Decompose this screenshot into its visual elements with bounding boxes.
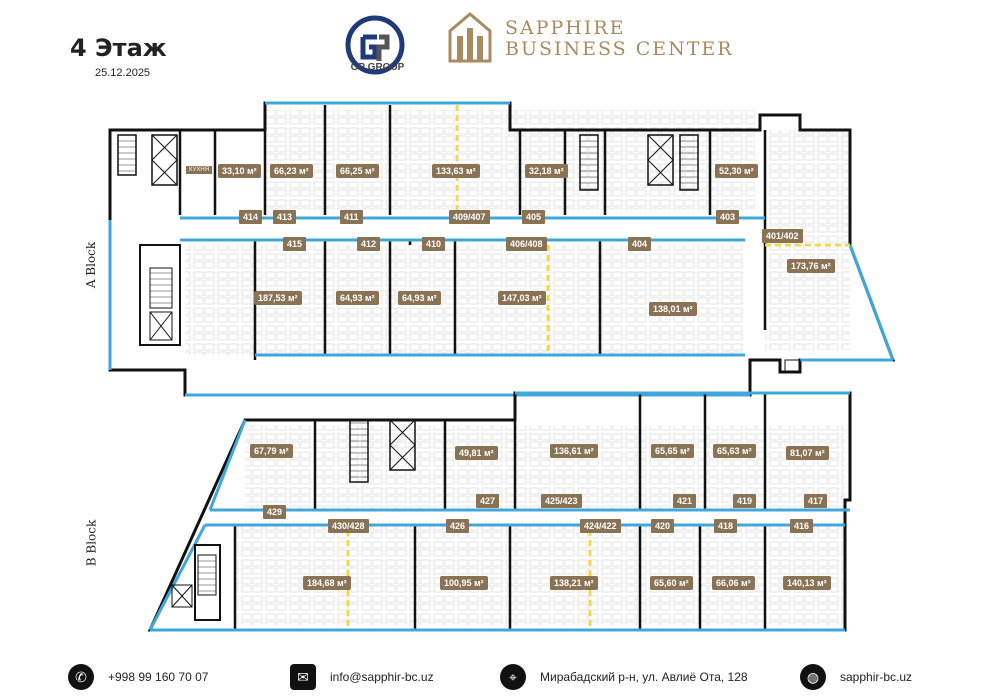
phone-text[interactable]: +998 99 160 70 07: [108, 670, 209, 684]
area-label: 184,68 м²: [303, 576, 351, 590]
room-number: 426: [446, 519, 470, 533]
room-number: 416: [790, 519, 814, 533]
gp-group-text: GP GROUP: [350, 62, 405, 73]
sapphire-logo-mark: [448, 12, 492, 63]
footer-phone[interactable]: ✆ +998 99 160 70 07: [68, 664, 208, 690]
area-label: 66,23 м²: [270, 164, 313, 178]
area-label: 147,03 м²: [498, 291, 546, 305]
area-label: 64,93 м²: [398, 291, 441, 305]
room-number: 412: [357, 237, 381, 251]
room-number: 425/423: [541, 494, 582, 508]
area-label: 64,93 м²: [336, 291, 379, 305]
brand-name-line2: BUSINESS CENTER: [505, 38, 734, 60]
area-label: 136,61 м²: [550, 444, 598, 458]
email-text[interactable]: info@sapphir-bc.uz: [330, 670, 434, 684]
room-number: 415: [283, 237, 307, 251]
room-number: 413: [273, 210, 297, 224]
room-number: 421: [673, 494, 697, 508]
plan-date: 25.12.2025: [95, 67, 151, 79]
area-label: 66,25 м²: [336, 164, 379, 178]
phone-icon: ✆: [68, 664, 94, 690]
area-label: 138,01 м²: [649, 302, 697, 316]
room-number: 406/408: [506, 237, 547, 251]
area-label: 67,79 м²: [250, 444, 293, 458]
area-label: 140,13 м²: [783, 576, 831, 590]
room-number: 404: [628, 237, 652, 251]
area-label: 173,76 м²: [787, 259, 835, 273]
location-pin-icon: ⌖: [500, 664, 526, 690]
footer-address: ⌖ Мирабадский р-н, ул. Авлиё Ота, 128: [500, 664, 748, 690]
room-number: 419: [733, 494, 757, 508]
area-label: 187,53 м²: [254, 291, 302, 305]
globe-icon: ◍: [800, 664, 826, 690]
area-label: 65,60 м²: [650, 576, 693, 590]
area-label: 138,21 м²: [550, 576, 598, 590]
room-number: 424/422: [580, 519, 621, 533]
footer-website[interactable]: ◍ sapphir-bc.uz: [800, 664, 912, 690]
area-label: 49,81 м²: [455, 446, 498, 460]
area-label: 52,30 м²: [715, 164, 758, 178]
block-b-plan: [147, 391, 852, 632]
room-number: 420: [651, 519, 675, 533]
floor-title: 4 Этаж: [70, 34, 167, 62]
room-number: 417: [804, 494, 828, 508]
room-number: 430/428: [328, 519, 369, 533]
room-number: 414: [239, 210, 263, 224]
mail-icon: ✉: [290, 664, 316, 690]
area-label: 32,18 м²: [525, 164, 568, 178]
address-text: Мирабадский р-н, ул. Авлиё Ота, 128: [540, 670, 748, 684]
brand-name-line1: SAPPHIRE: [505, 17, 626, 39]
room-number: 405: [522, 210, 546, 224]
area-label: 65,63 м²: [713, 444, 756, 458]
room-number: 418: [714, 519, 738, 533]
room-number: 411: [340, 210, 363, 224]
area-label: 100,95 м²: [440, 576, 488, 590]
footer-email[interactable]: ✉ info@sapphir-bc.uz: [290, 664, 434, 690]
room-number: 427: [476, 494, 500, 508]
room-number: 410: [422, 237, 446, 251]
gp-group-logo: [345, 15, 405, 75]
room-number: 429: [263, 505, 287, 519]
room-number: 403: [716, 210, 740, 224]
area-label: 133,63 м²: [432, 164, 480, 178]
area-label: 81,07 м²: [786, 446, 829, 460]
kitchen-label: КУХНЯ: [186, 166, 213, 174]
room-number: 409/407: [449, 210, 490, 224]
area-label: 65,65 м²: [651, 444, 694, 458]
area-label: 33,10 м²: [218, 164, 261, 178]
website-text[interactable]: sapphir-bc.uz: [840, 670, 913, 684]
block-a-plan: [108, 101, 896, 397]
room-number: 401/402: [762, 229, 803, 243]
area-label: 66,06 м²: [712, 576, 755, 590]
